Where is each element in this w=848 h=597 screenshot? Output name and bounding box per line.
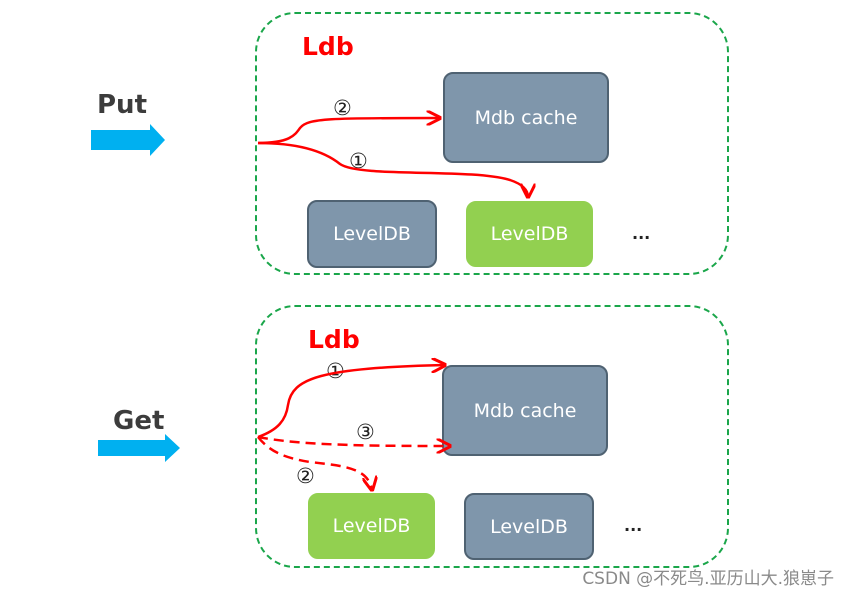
get-ldb-container — [255, 305, 729, 568]
get-arrow-back-to-cache — [257, 435, 450, 446]
put-label: Put — [97, 90, 147, 120]
put-ldb-title: Ldb — [302, 32, 354, 61]
get-step-to-leveldb: ② — [296, 464, 315, 488]
get-arrow-to-leveldb — [257, 436, 372, 490]
put-leveldb-green-box: LevelDB — [466, 201, 593, 267]
get-leveldb-gray-box: LevelDB — [464, 493, 594, 560]
get-step-to-cache: ① — [326, 359, 345, 383]
get-more-ellipsis: ... — [624, 516, 643, 535]
put-more-ellipsis: ... — [632, 224, 651, 243]
put-step-to-cache: ② — [333, 96, 352, 120]
put-arrow-to-leveldb — [257, 141, 528, 197]
get-ldb-title: Ldb — [308, 325, 360, 354]
put-ldb-container — [255, 12, 729, 275]
put-step-to-leveldb: ① — [349, 149, 368, 173]
get-step-back-to-cache: ③ — [356, 420, 375, 444]
put-mdb-cache-box: Mdb cache — [443, 72, 609, 163]
get-arrow-to-cache — [257, 365, 445, 439]
get-leveldb-green-box: LevelDB — [308, 493, 435, 559]
get-mdb-cache-box: Mdb cache — [442, 365, 608, 456]
put-arrow-to-cache — [257, 118, 440, 145]
csdn-watermark: CSDN @不死鸟.亚历山大.狼崽子 — [582, 569, 834, 589]
put-leveldb-gray-box: LevelDB — [307, 200, 437, 268]
get-label: Get — [113, 406, 165, 436]
